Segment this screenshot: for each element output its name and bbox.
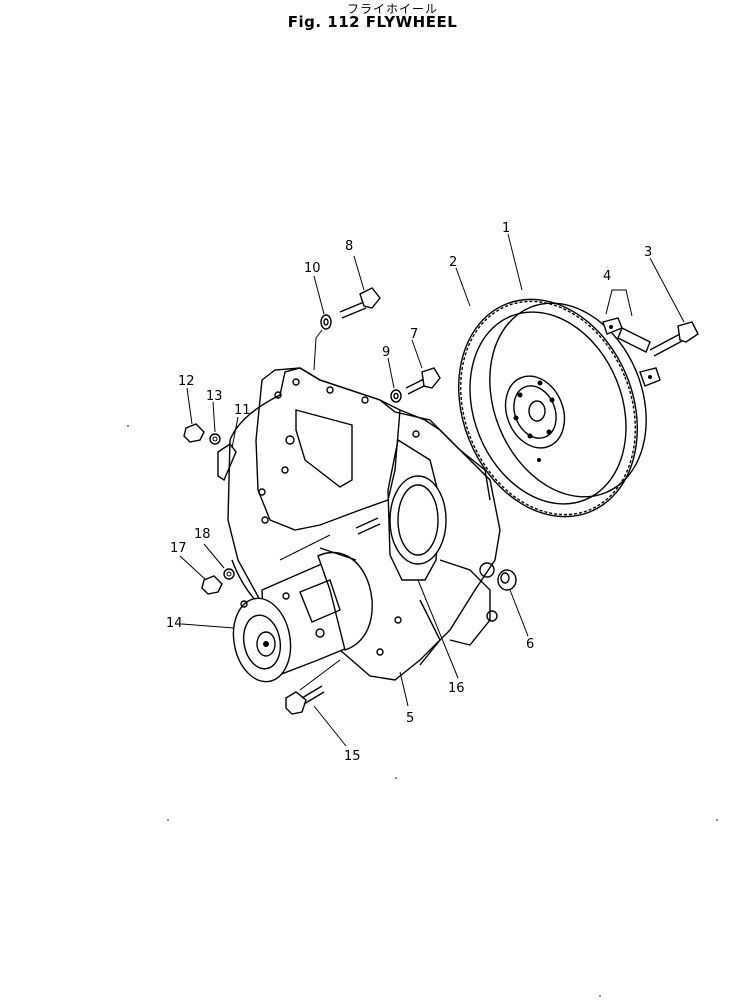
flywheel-bolt bbox=[649, 321, 699, 357]
callout-5: 5 bbox=[406, 711, 414, 726]
starter-motor bbox=[232, 534, 373, 691]
callout-10: 10 bbox=[304, 261, 321, 276]
callout-11: 11 bbox=[234, 403, 251, 418]
starter-bolt bbox=[285, 685, 325, 715]
callout-16: 16 bbox=[448, 681, 465, 696]
bolt-8 bbox=[313, 287, 381, 371]
callout-15: 15 bbox=[344, 749, 361, 764]
callout-18: 18 bbox=[194, 527, 211, 542]
gasket bbox=[217, 443, 237, 482]
title-japanese: フライホイール bbox=[346, 2, 438, 16]
callout-8: 8 bbox=[345, 239, 353, 254]
callout-2: 2 bbox=[449, 255, 457, 270]
callout-1: 1 bbox=[502, 221, 510, 236]
callout-6: 6 bbox=[526, 637, 534, 652]
nut-17 bbox=[201, 568, 235, 595]
callout-13: 13 bbox=[206, 389, 223, 404]
callout-3: 3 bbox=[644, 245, 652, 260]
callout-4: 4 bbox=[603, 269, 611, 284]
figure-title: Fig. 112 FLYWHEEL bbox=[287, 13, 458, 31]
callout-9: 9 bbox=[382, 345, 390, 360]
callout-17: 17 bbox=[170, 541, 187, 556]
leader-lines bbox=[179, 233, 685, 747]
lock-plates bbox=[602, 289, 661, 387]
bolt-7 bbox=[390, 367, 441, 403]
nut-6 bbox=[497, 569, 517, 591]
callout-12: 12 bbox=[178, 374, 195, 389]
callout-labels: 1 2 3 4 5 6 7 8 9 10 11 12 13 14 15 16 1… bbox=[166, 221, 652, 764]
nut-12 bbox=[183, 423, 221, 445]
flywheel-assembly bbox=[458, 298, 647, 518]
callout-7: 7 bbox=[410, 327, 418, 342]
callout-14: 14 bbox=[166, 616, 183, 631]
